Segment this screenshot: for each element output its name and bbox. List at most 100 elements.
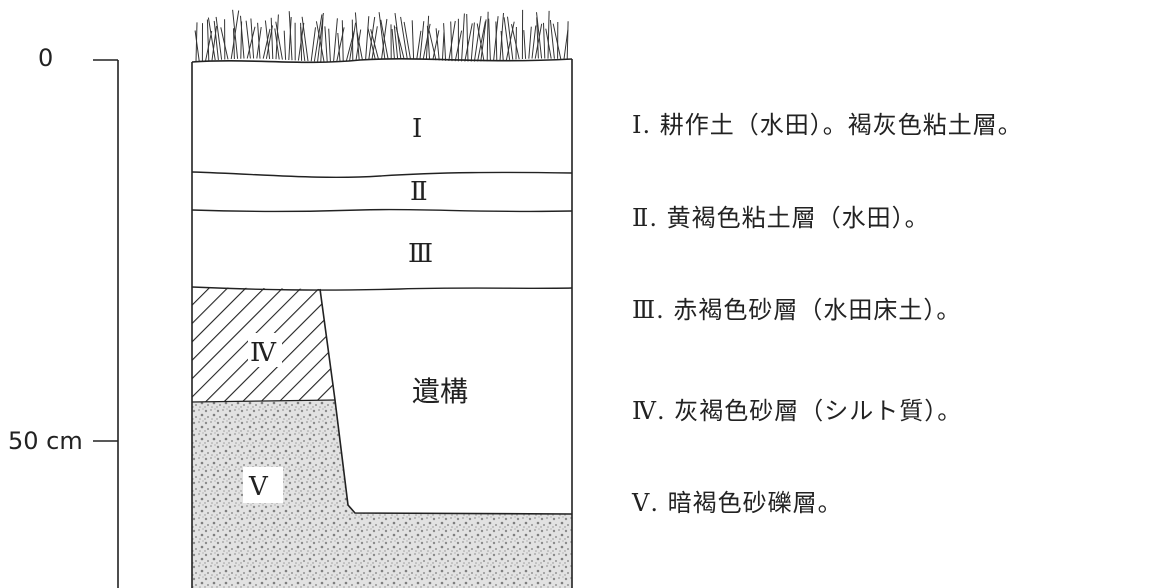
grass-blade [511, 24, 520, 60]
grass-illustration [194, 9, 569, 62]
grass-blade [283, 30, 287, 60]
grass-blade [534, 23, 543, 59]
layer-v-fill [192, 400, 572, 588]
layer-iv-label-bg [248, 333, 282, 367]
grass-blade [240, 15, 245, 59]
grass-blade [443, 23, 447, 61]
grass-blade [531, 25, 537, 59]
grass-blade [435, 28, 440, 61]
grass-blade [536, 17, 539, 59]
grass-blade [411, 20, 415, 59]
layer-v-label: Ⅴ [248, 472, 269, 502]
scale-label-0: 0 [38, 44, 53, 72]
grass-blade [328, 28, 331, 62]
boundary-ii-iii [191, 208, 573, 213]
grass-blade [324, 26, 328, 62]
grass-blade [432, 30, 440, 61]
grass-blade [545, 28, 552, 59]
grass-blade [473, 16, 482, 62]
grass-blade [315, 21, 325, 62]
legend-item-i: Ⅰ. 耕作土（水田）。褐灰色粘土層。 [632, 111, 1023, 139]
boundary-iii-iv [191, 286, 573, 291]
grass-blade [466, 13, 469, 62]
grass-blade [393, 25, 399, 59]
grass-blade [428, 30, 437, 61]
grass-blade [301, 16, 309, 62]
grass-blade [211, 26, 217, 61]
grass-blade [275, 14, 279, 60]
grass-blade [461, 13, 465, 62]
grass-blade [274, 28, 280, 60]
grass-blade [403, 21, 411, 59]
legend-item-iii: Ⅲ. 赤褐色砂層（水田床土）。 [632, 296, 962, 324]
grass-blade [543, 22, 546, 59]
grass-blade [488, 18, 491, 61]
grass-blade [246, 26, 256, 59]
grass-blade [233, 28, 235, 60]
grass-blade [354, 12, 360, 61]
grass-blade [470, 22, 475, 62]
grass-blade [270, 17, 274, 60]
grass-blade [566, 21, 569, 60]
grass-blade [486, 11, 489, 62]
grass-blade [536, 12, 543, 59]
grass-blade [477, 21, 486, 62]
grass-blade [426, 25, 431, 60]
grass-blade [245, 20, 251, 59]
grass-blade [213, 20, 219, 60]
grass-blade [552, 23, 562, 60]
grass-blade [367, 27, 376, 60]
grass-blade [300, 27, 306, 61]
grass-blade [257, 22, 261, 59]
grass-blade [207, 17, 216, 61]
grass-blade [337, 32, 341, 62]
grass-blade [275, 21, 283, 60]
grass-blade [495, 21, 498, 61]
grass-blade [441, 31, 445, 61]
grass-blade [215, 16, 223, 60]
grass-blade [419, 21, 425, 60]
legend-item-v: Ⅴ. 暗褐色砂礫層。 [632, 489, 843, 517]
grass-blade [422, 23, 431, 60]
grass-blade [300, 22, 303, 61]
grass-blade [480, 19, 487, 62]
grass-blade [378, 12, 386, 59]
grass-blade [528, 26, 532, 59]
grass-blade [220, 27, 229, 60]
scale-label-50cm: 50 cm [8, 427, 83, 455]
grass-blade [365, 16, 370, 60]
boundary-i-ii [191, 171, 573, 179]
legend-item-iv: Ⅳ. 灰褐色砂層（シルト質）。 [632, 397, 963, 425]
grass-blade [547, 10, 550, 59]
grass-blade [380, 19, 389, 59]
grass-blade [400, 16, 408, 59]
grass-blade [341, 20, 344, 62]
grass-blade [351, 19, 354, 61]
grass-blade [450, 21, 453, 62]
grass-blade [464, 23, 473, 62]
grass-blade [264, 20, 271, 59]
soil-column [191, 58, 573, 588]
grass-blade [194, 30, 200, 62]
grass-blade [425, 15, 430, 60]
layer-iii-label: Ⅲ [408, 239, 433, 269]
grass-blade [320, 16, 324, 62]
grass-blade [368, 16, 376, 60]
grass-blade [333, 18, 338, 62]
grass-blade [549, 19, 555, 59]
grass-blade [313, 14, 323, 62]
grass-blade [395, 26, 405, 59]
grass-blade [288, 11, 293, 61]
grass-blade [232, 9, 239, 59]
feature-pit-outline [319, 288, 573, 515]
grass-blade [288, 16, 292, 61]
grass-blade [507, 16, 514, 60]
grass-blade [523, 30, 527, 59]
grass-blade [262, 28, 271, 59]
layer-v-label-bg [243, 467, 283, 503]
grass-blade [206, 19, 210, 61]
layer-ii-label: Ⅱ [410, 177, 428, 207]
layer-i-label: Ⅰ [412, 114, 422, 144]
depth-scale: 0 50 cm [8, 44, 119, 588]
